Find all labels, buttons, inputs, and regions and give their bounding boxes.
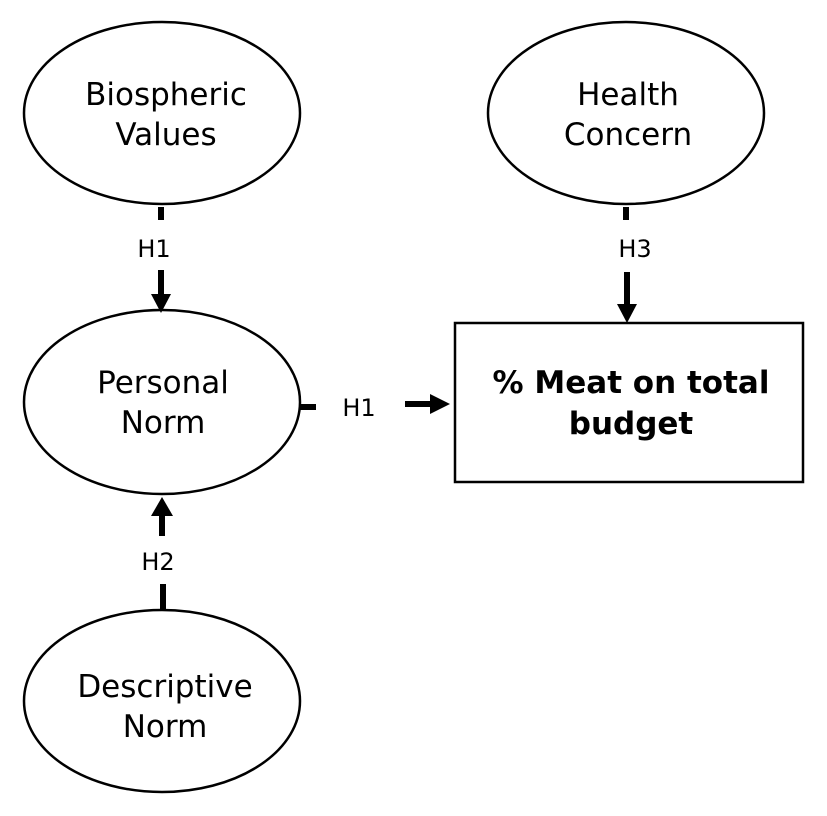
node-biospheric-values: Biospheric Values <box>22 20 302 206</box>
meat-budget-label-line1: % Meat on total <box>493 365 770 401</box>
edge-biospheric-arrowhead <box>151 294 171 313</box>
biospheric-values-ellipse <box>22 20 302 206</box>
edge-health-to-meat: H3 <box>617 207 652 323</box>
edge-personal-to-meat: H1 <box>300 394 450 422</box>
biospheric-values-label-line2: Values <box>115 117 216 153</box>
biospheric-values-label-line1: Biospheric <box>85 77 247 113</box>
node-personal-norm: Personal Norm <box>22 308 302 496</box>
health-concern-label-line1: Health <box>577 77 679 113</box>
descriptive-norm-label-line2: Norm <box>123 709 208 745</box>
edge-descriptive-to-personal: H2 <box>141 497 175 610</box>
personal-norm-ellipse <box>22 308 302 496</box>
edge-descriptive-to-personal-label: H2 <box>141 548 174 576</box>
node-meat-budget: % Meat on total budget <box>453 321 805 484</box>
edge-personal-to-meat-label: H1 <box>342 394 375 422</box>
node-health-concern: Health Concern <box>486 20 766 206</box>
health-concern-label-line2: Concern <box>564 117 692 153</box>
node-descriptive-norm: Descriptive Norm <box>22 608 302 794</box>
edge-biospheric-to-personal: H1 <box>137 207 171 313</box>
personal-norm-label-line1: Personal <box>97 365 229 401</box>
edge-health-to-meat-label: H3 <box>618 235 651 263</box>
edge-health-arrowhead <box>617 304 637 323</box>
descriptive-norm-label-line1: Descriptive <box>77 669 252 705</box>
edge-descriptive-arrowhead <box>151 497 173 516</box>
meat-budget-label-line2: budget <box>569 406 694 442</box>
edge-biospheric-to-personal-label: H1 <box>137 235 170 263</box>
meat-budget-box <box>453 321 805 484</box>
personal-norm-label-line2: Norm <box>121 405 206 441</box>
health-concern-ellipse <box>486 20 766 206</box>
edge-personal-arrowhead <box>430 394 450 414</box>
